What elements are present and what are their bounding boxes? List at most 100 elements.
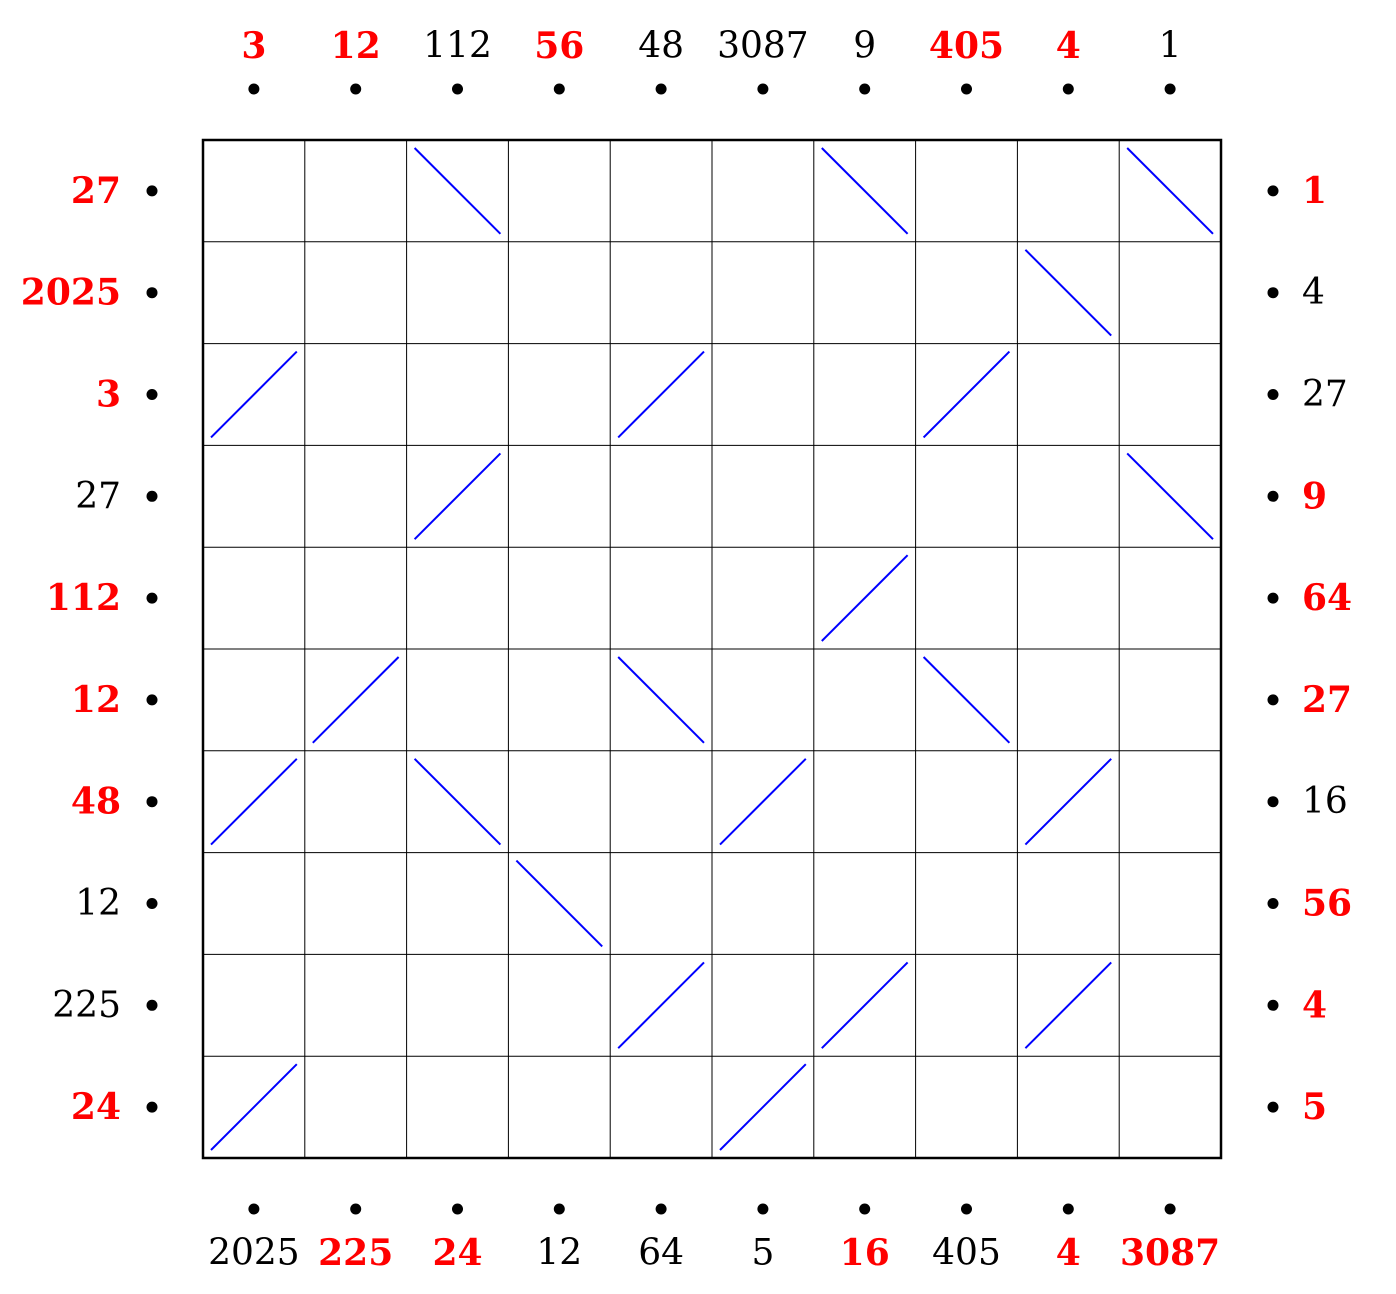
grid-cell[interactable]: [814, 344, 916, 446]
grid-cell[interactable]: [916, 445, 1018, 547]
grid-cell[interactable]: [610, 751, 712, 853]
grid-cell[interactable]: [203, 445, 305, 547]
grid-cell[interactable]: [712, 242, 814, 344]
grid-cell[interactable]: [407, 344, 509, 446]
clue-dot: [553, 1203, 565, 1215]
grid-cell[interactable]: [508, 242, 610, 344]
grid-cell[interactable]: [814, 751, 916, 853]
grid-cell[interactable]: [1017, 649, 1119, 751]
grid-cell[interactable]: [203, 140, 305, 242]
mirror-back-slash: [413, 147, 502, 235]
grid-cell[interactable]: [916, 242, 1018, 344]
grid-cell[interactable]: [712, 954, 814, 1056]
grid-cell[interactable]: [610, 853, 712, 955]
grid-cell[interactable]: [814, 242, 916, 344]
grid-cell[interactable]: [712, 853, 814, 955]
grid-cell[interactable]: [916, 853, 1018, 955]
grid-cell[interactable]: [508, 344, 610, 446]
grid-cell[interactable]: [508, 547, 610, 649]
grid-cell[interactable]: [1017, 853, 1119, 955]
clue-dot: [1267, 490, 1279, 502]
grid-cell[interactable]: [712, 649, 814, 751]
grid-cell[interactable]: [305, 853, 407, 955]
grid-cell[interactable]: [1017, 445, 1119, 547]
grid-cell[interactable]: [712, 547, 814, 649]
grid-cell[interactable]: [712, 140, 814, 242]
grid-cell[interactable]: [610, 445, 712, 547]
grid-cell[interactable]: [305, 1056, 407, 1158]
grid-cell[interactable]: [305, 751, 407, 853]
grid-cell[interactable]: [203, 547, 305, 649]
grid-cell[interactable]: [610, 547, 712, 649]
grid-cell[interactable]: [508, 1056, 610, 1158]
grid-cell[interactable]: [1017, 547, 1119, 649]
grid-cell[interactable]: [203, 954, 305, 1056]
grid-cell[interactable]: [814, 853, 916, 955]
mirror-back-slash: [1024, 249, 1112, 337]
clue-dot: [350, 83, 362, 95]
grid-cell[interactable]: [407, 547, 509, 649]
grid-cell[interactable]: [1119, 649, 1221, 751]
grid-cell[interactable]: [1119, 751, 1221, 853]
grid-cell[interactable]: [407, 242, 509, 344]
clue-dot: [1164, 1203, 1176, 1215]
grid-cell[interactable]: [610, 242, 712, 344]
clue-label: 9: [1302, 475, 1327, 517]
grid-cell[interactable]: [814, 445, 916, 547]
clue-label: 2025: [208, 1233, 300, 1274]
grid-cell[interactable]: [203, 242, 305, 344]
grid-cell[interactable]: [407, 649, 509, 751]
grid-cell[interactable]: [508, 954, 610, 1056]
grid-cell[interactable]: [305, 242, 407, 344]
grid-cell[interactable]: [305, 445, 407, 547]
clue-dot: [553, 83, 565, 95]
clue-label: 405: [932, 1233, 1001, 1274]
grid-cell[interactable]: [1119, 344, 1221, 446]
grid-cell[interactable]: [203, 649, 305, 751]
grid-cell[interactable]: [1017, 140, 1119, 242]
grid-cell[interactable]: [305, 140, 407, 242]
mirror-forward-slash: [617, 350, 705, 439]
grid-cell[interactable]: [814, 1056, 916, 1158]
grid-cell[interactable]: [203, 853, 305, 955]
clue-label: 48: [638, 26, 684, 67]
grid-cell[interactable]: [916, 751, 1018, 853]
grid-cell[interactable]: [508, 649, 610, 751]
grid-cell[interactable]: [407, 1056, 509, 1158]
grid-cell[interactable]: [916, 547, 1018, 649]
mirror-forward-slash: [719, 1063, 807, 1151]
grid-cell[interactable]: [814, 649, 916, 751]
grid-cell[interactable]: [916, 1056, 1018, 1158]
grid-cell[interactable]: [1119, 1056, 1221, 1158]
grid-cell[interactable]: [1119, 242, 1221, 344]
grid-cell[interactable]: [508, 751, 610, 853]
grid-cell[interactable]: [305, 547, 407, 649]
grid-cell[interactable]: [712, 344, 814, 446]
grid-cell[interactable]: [305, 344, 407, 446]
mirror-back-slash: [515, 859, 603, 948]
clue-dot: [1267, 999, 1279, 1011]
grid-cell[interactable]: [610, 140, 712, 242]
grid-cell[interactable]: [916, 954, 1018, 1056]
grid-cell[interactable]: [1119, 853, 1221, 955]
grid-cell[interactable]: [916, 140, 1018, 242]
grid-cell[interactable]: [712, 445, 814, 547]
grid-cell[interactable]: [508, 140, 610, 242]
clue-label: 27: [1302, 374, 1348, 415]
mirror-back-slash: [1126, 452, 1214, 540]
grid-cell[interactable]: [407, 853, 509, 955]
grid-cell[interactable]: [1017, 1056, 1119, 1158]
clue-dot: [961, 83, 972, 95]
grid-cell[interactable]: [1017, 344, 1119, 446]
grid-cell[interactable]: [610, 1056, 712, 1158]
grid-cell[interactable]: [305, 954, 407, 1056]
grid-cell[interactable]: [1119, 954, 1221, 1056]
clue-label: 225: [318, 1232, 393, 1274]
grid-cell[interactable]: [508, 445, 610, 547]
mirror-back-slash: [821, 147, 909, 235]
grid-cell[interactable]: [1119, 547, 1221, 649]
grid-cell[interactable]: [407, 954, 509, 1056]
clue-dot: [146, 389, 158, 400]
